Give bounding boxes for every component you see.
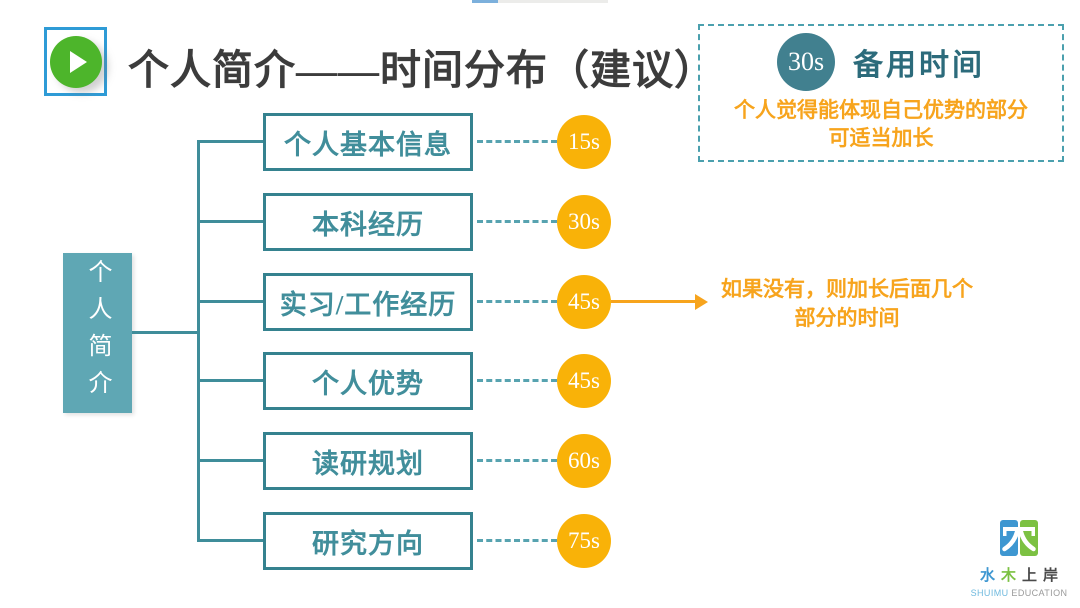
backup-time-panel: 30s 备用时间 个人觉得能体现自己优势的部分 可适当加长: [698, 24, 1064, 162]
play-triangle-icon: [69, 50, 87, 73]
dashed-connector: [477, 379, 557, 382]
branch-line: [197, 539, 263, 542]
node-label: 个人基本信息: [284, 129, 452, 160]
node-box-strengths: 个人优势: [263, 352, 473, 410]
page-title: 个人简介——时间分布（建议）: [128, 47, 716, 93]
play-icon[interactable]: [49, 35, 102, 88]
logo-cn-text: 水 木 上 岸: [979, 567, 1059, 584]
node-label: 本科经历: [312, 209, 424, 240]
node-label: 个人优势: [312, 368, 424, 399]
branch-line: [197, 140, 263, 143]
backup-time-title: 备用时间: [853, 49, 985, 82]
node-label: 研究方向: [312, 528, 424, 559]
node-box-grad-plan: 读研规划: [263, 432, 473, 490]
node-box-undergrad: 本科经历: [263, 193, 473, 251]
time-badge: 75s: [557, 514, 611, 568]
dashed-connector: [477, 300, 557, 303]
backup-note-line-2: 可适当加长: [828, 126, 934, 150]
node-label: 读研规划: [312, 448, 424, 479]
shuimu-logo-mark-icon: [1000, 520, 1038, 556]
backup-time-note: 个人觉得能体现自己优势的部分 可适当加长: [734, 96, 1028, 152]
tree-row-6: 研究方向 75s: [0, 512, 1080, 570]
node-box-research-direction: 研究方向: [263, 512, 473, 570]
top-progress-fill: [472, 0, 498, 3]
node-box-basic-info: 个人基本信息: [263, 113, 473, 171]
tree-row-3: 实习/工作经历 45s: [0, 273, 1080, 331]
node-box-work-experience: 实习/工作经历: [263, 273, 473, 331]
dashed-connector: [477, 220, 557, 223]
annotation-arrow-head-icon: [695, 294, 708, 310]
time-badge: 45s: [557, 354, 611, 408]
root-connector-line: [132, 331, 197, 334]
top-progress-track: [472, 0, 608, 3]
annotation-line-2: 部分的时间: [794, 306, 900, 330]
backup-note-line-1: 个人觉得能体现自己优势的部分: [734, 98, 1028, 122]
root-node: 个人简介: [63, 253, 132, 413]
branch-line: [197, 459, 263, 462]
annotation-text: 如果没有，则加长后面几个 部分的时间: [697, 275, 997, 333]
time-badge: 45s: [557, 275, 611, 329]
time-badge: 60s: [557, 434, 611, 488]
tree-row-2: 本科经历 30s: [0, 193, 1080, 251]
logo-en-text: SHUIMU EDUCATION: [970, 588, 1068, 598]
branch-line: [197, 379, 263, 382]
tree-spine-line: [197, 141, 200, 542]
play-button-frame[interactable]: [44, 27, 107, 96]
dashed-connector: [477, 459, 557, 462]
backup-time-badge: 30s: [777, 33, 835, 91]
tree-row-5: 读研规划 60s: [0, 432, 1080, 490]
dashed-connector: [477, 539, 557, 542]
tree-row-1: 个人基本信息 15s: [0, 113, 1080, 171]
branch-line: [197, 300, 263, 303]
node-label: 实习/工作经历: [279, 289, 457, 320]
annotation-line-1: 如果没有，则加长后面几个: [721, 277, 973, 301]
root-node-label: 个人简介: [84, 259, 110, 407]
dashed-connector: [477, 140, 557, 143]
time-badge: 30s: [557, 195, 611, 249]
branch-line: [197, 220, 263, 223]
time-badge: 15s: [557, 115, 611, 169]
backup-time-header: 30s 备用时间: [777, 33, 985, 91]
shuimu-logo: 水 木 上 岸 SHUIMU EDUCATION: [958, 518, 1080, 598]
annotation-arrow-line: [611, 300, 697, 303]
tree-row-4: 个人优势 45s: [0, 352, 1080, 410]
